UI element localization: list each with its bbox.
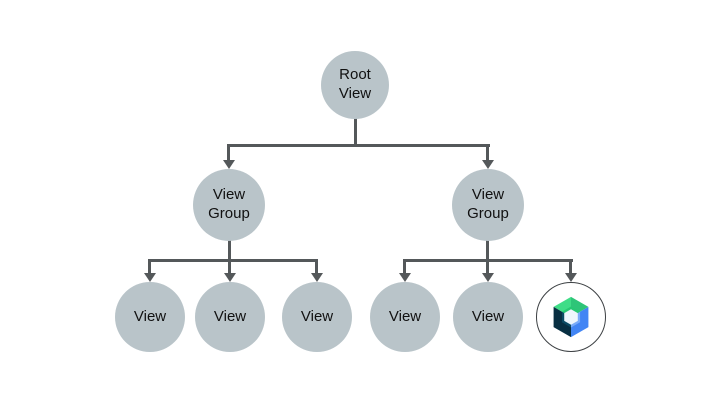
connector-level1-drop-left	[227, 144, 230, 160]
connector-root-stem	[354, 118, 357, 145]
arrowhead-leaf-4	[399, 273, 411, 282]
view-group-left-node: View Group	[193, 169, 265, 241]
connector-left-drop-2	[228, 259, 231, 274]
root-view-label-line2: View	[338, 85, 372, 102]
arrowhead-right-group	[482, 160, 494, 169]
connector-right-drop-3	[569, 259, 572, 274]
arrowhead-leaf-5	[482, 273, 494, 282]
view-leaf-2: View	[195, 282, 265, 352]
view-leaf-2-label: View	[213, 307, 247, 325]
view-leaf-3: View	[282, 282, 352, 352]
view-group-right-label-line1: View	[471, 186, 505, 204]
arrowhead-compose	[565, 273, 577, 282]
connector-right-drop-2	[486, 259, 489, 274]
root-view-node: Root View	[321, 51, 389, 119]
view-group-left-label-line2: Group	[208, 205, 250, 222]
compose-node	[536, 282, 606, 352]
root-view-label-line1: Root	[339, 66, 371, 84]
connector-level1-bar	[227, 144, 490, 147]
view-leaf-5: View	[453, 282, 523, 352]
connector-level1-drop-right	[486, 144, 489, 160]
jetpack-compose-icon	[553, 296, 589, 338]
view-leaf-1: View	[115, 282, 185, 352]
view-leaf-4: View	[370, 282, 440, 352]
view-group-right-node: View Group	[452, 169, 524, 241]
view-leaf-4-label: View	[388, 307, 422, 325]
connector-left-drop-3	[315, 259, 318, 274]
arrowhead-leaf-1	[144, 273, 156, 282]
connector-left-bar	[148, 259, 318, 262]
arrowhead-leaf-2	[224, 273, 236, 282]
view-group-right-label-line2: Group	[467, 205, 509, 222]
view-group-left-label-line1: View	[212, 186, 246, 204]
connector-left-group-stem	[228, 240, 231, 260]
arrowhead-left-group	[223, 160, 235, 169]
connector-right-group-stem	[486, 240, 489, 260]
view-leaf-5-label: View	[471, 307, 505, 325]
connector-right-drop-1	[403, 259, 406, 274]
arrowhead-leaf-3	[311, 273, 323, 282]
connector-left-drop-1	[148, 259, 151, 274]
view-leaf-3-label: View	[300, 307, 334, 325]
view-leaf-1-label: View	[133, 307, 167, 325]
